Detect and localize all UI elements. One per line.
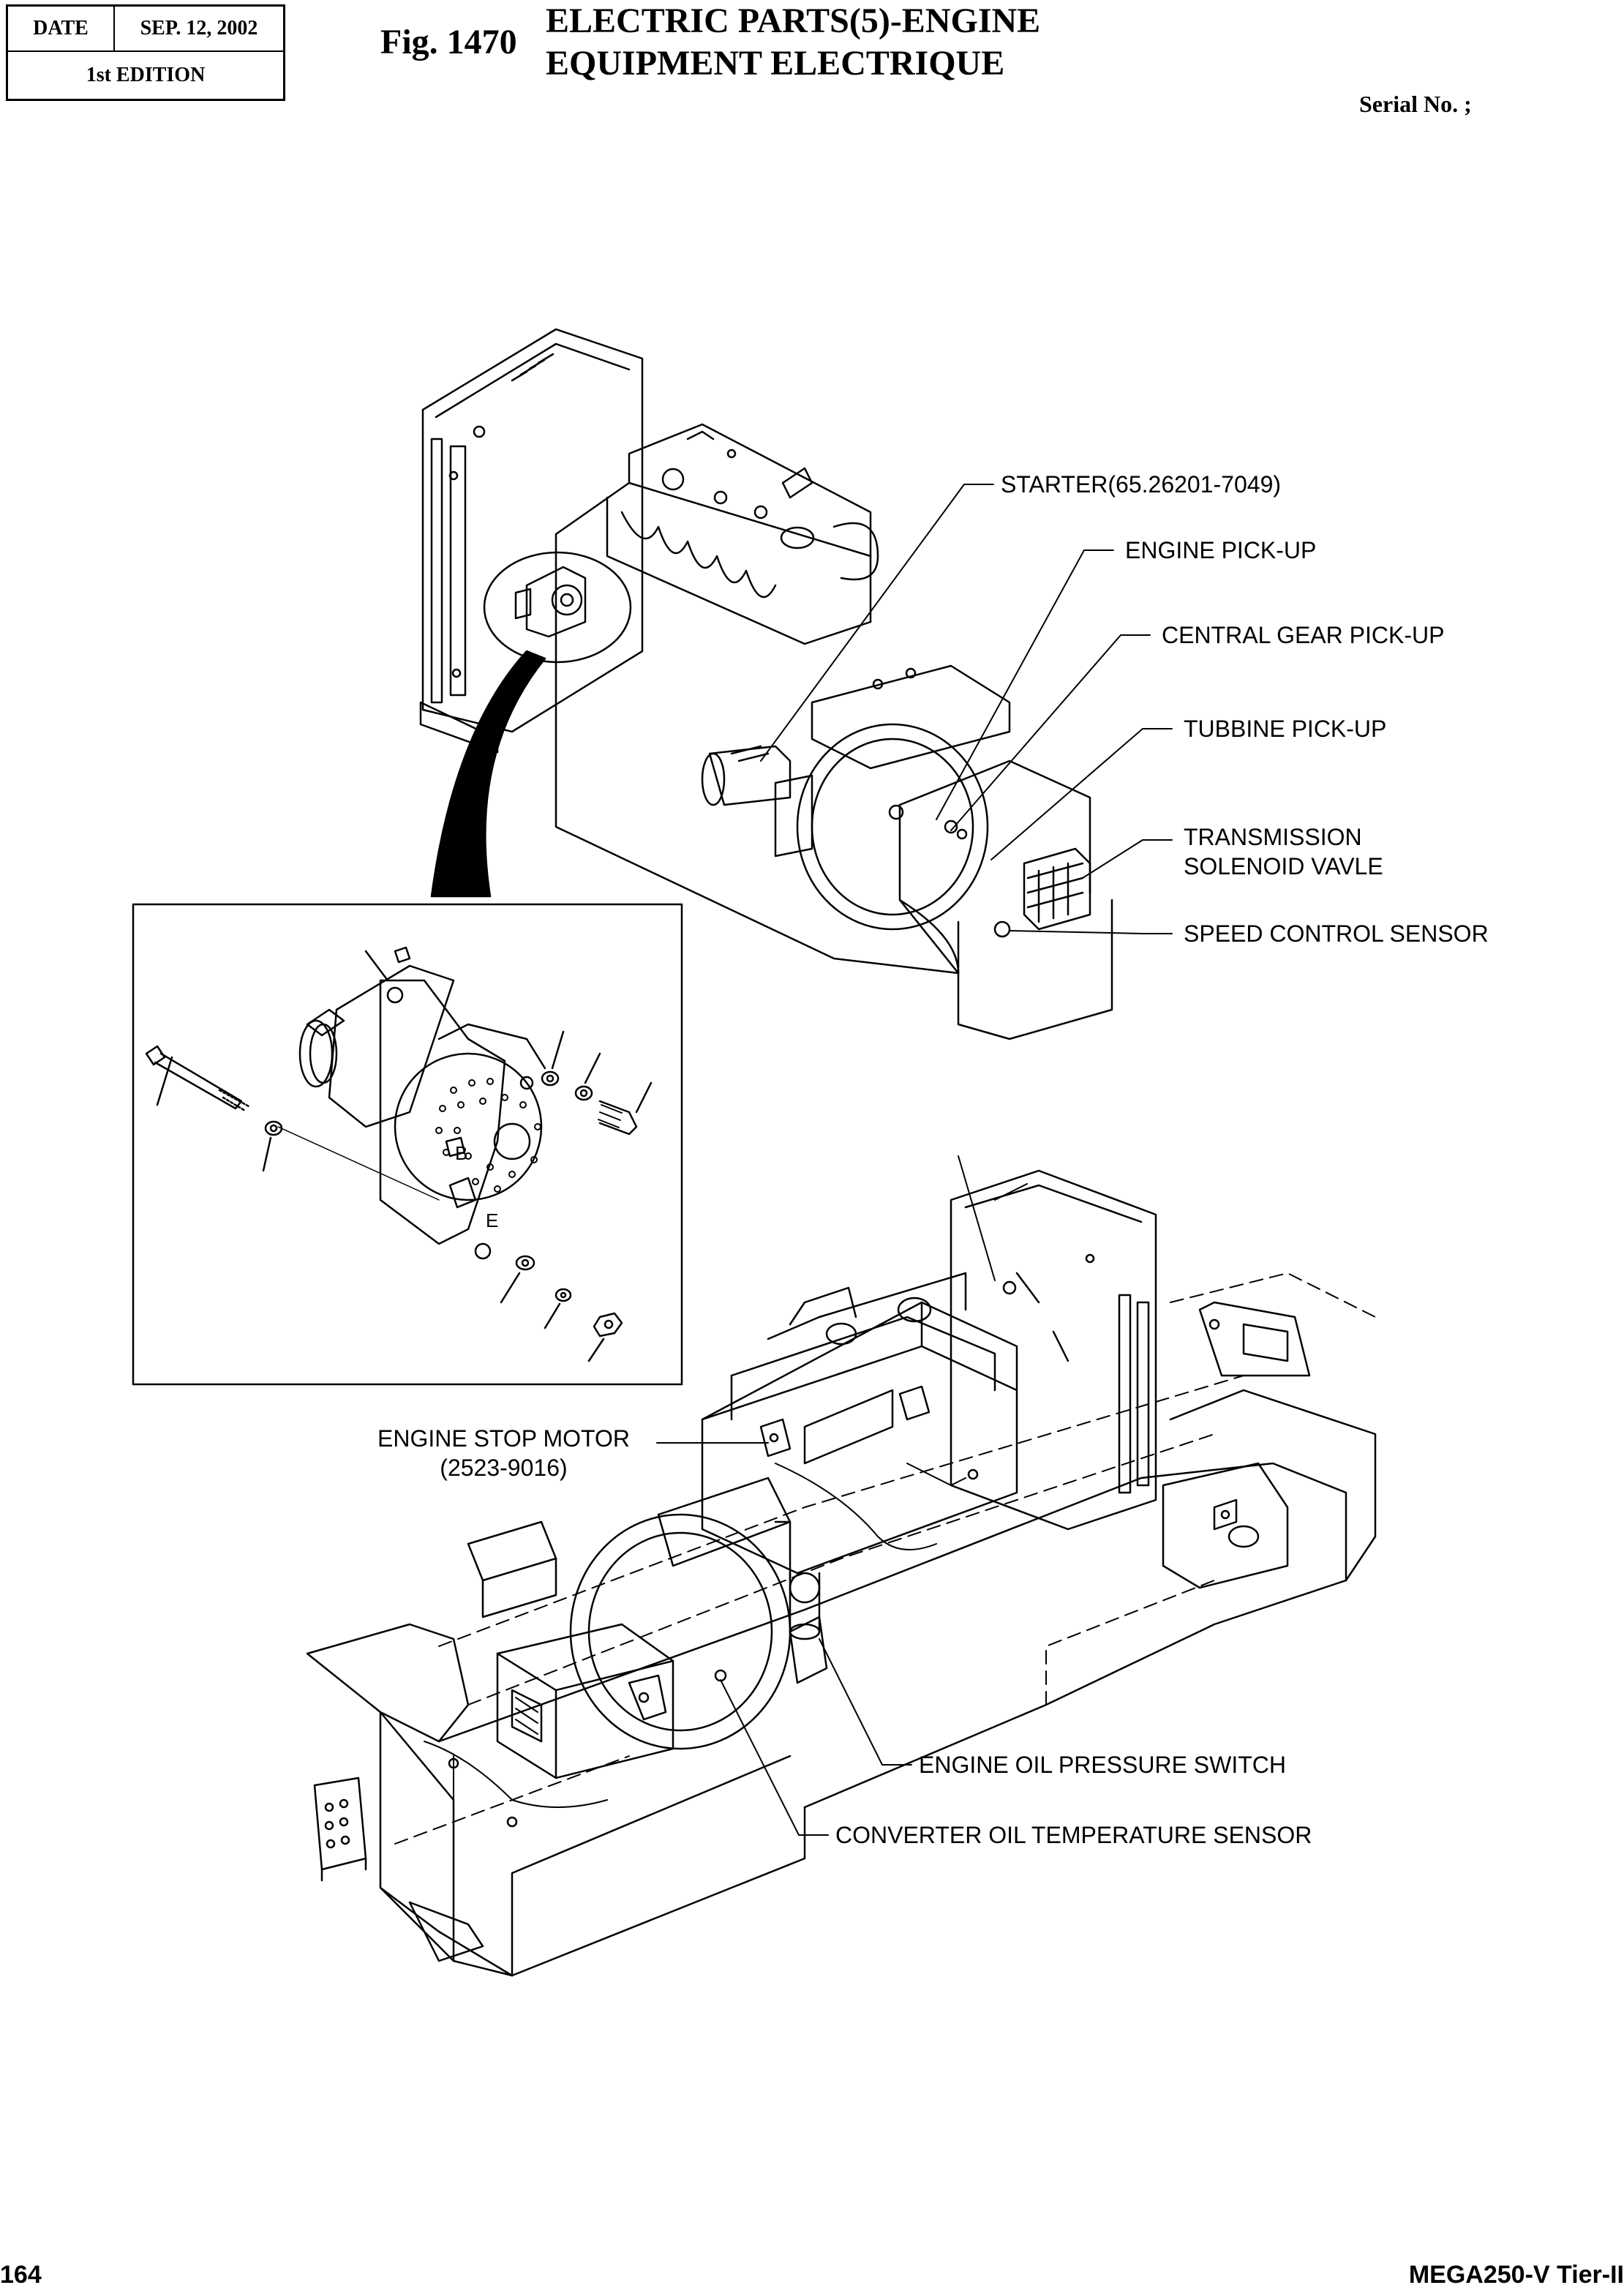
figure-number: Fig. 1470 <box>380 23 517 61</box>
leader-lines <box>656 484 1173 1836</box>
callout-transmission-line2: SOLENOID VAVLE <box>1184 853 1383 879</box>
model-name: MEGA250-V Tier-II <box>1408 2261 1624 2289</box>
figure-title: ELECTRIC PARTS(5)-ENGINE EQUIPMENT ELECT… <box>546 0 1040 85</box>
terminal-e-label: E <box>486 1209 499 1231</box>
edition-label: 1st EDITION <box>86 64 206 86</box>
callout-engine-stop-motor: ENGINE STOP MOTOR (2523-9016) <box>377 1424 630 1482</box>
detail-sweep <box>430 650 546 898</box>
top-engine-assembly <box>419 328 1113 1040</box>
header-row: DATE SEP. 12, 2002 <box>8 7 283 52</box>
callout-engine-oil-pressure-switch: ENGINE OIL PRESSURE SWITCH <box>919 1752 1286 1778</box>
header-table: DATE SEP. 12, 2002 1st EDITION <box>6 4 285 101</box>
figure-title-line2: EQUIPMENT ELECTRIQUE <box>546 44 1005 83</box>
callout-converter-oil-temp-sensor: CONVERTER OIL TEMPERATURE SENSOR <box>835 1822 1312 1848</box>
figure-title-line1: ELECTRIC PARTS(5)-ENGINE <box>546 1 1041 40</box>
date-label: DATE <box>8 7 115 50</box>
date-value: SEP. 12, 2002 <box>140 17 258 40</box>
callout-transmission-line1: TRANSMISSION <box>1184 824 1362 850</box>
engine-block-top <box>555 423 960 975</box>
transmission-top <box>888 759 1113 1040</box>
callout-turbine-pickup: TUBBINE PICK-UP <box>1184 716 1387 742</box>
alternator-detail-box <box>132 903 683 1386</box>
flywheel-housing-top <box>774 664 1011 931</box>
callout-central-gear-pickup: CENTRAL GEAR PICK-UP <box>1162 622 1445 648</box>
callout-engine-stop-motor-name: ENGINE STOP MOTOR <box>377 1425 630 1452</box>
callout-speed-control-sensor: SPEED CONTROL SENSOR <box>1184 920 1489 947</box>
callout-engine-pickup: ENGINE PICK-UP <box>1125 537 1317 563</box>
terminal-b-label: B <box>455 1142 468 1164</box>
alternator-detail-circle <box>483 551 632 664</box>
bottom-machine-assembly <box>306 1169 1377 1977</box>
starter-top <box>701 745 792 806</box>
callout-engine-stop-motor-part: (2523-9016) <box>440 1455 568 1481</box>
callout-transmission-solenoid: TRANSMISSION SOLENOID VAVLE <box>1184 822 1383 881</box>
callout-starter: STARTER(65.26201-7049) <box>1001 471 1282 498</box>
serial-number: Serial No. ; <box>1359 91 1472 117</box>
radiator-top <box>419 328 644 754</box>
page-number: 164 <box>0 2261 42 2289</box>
